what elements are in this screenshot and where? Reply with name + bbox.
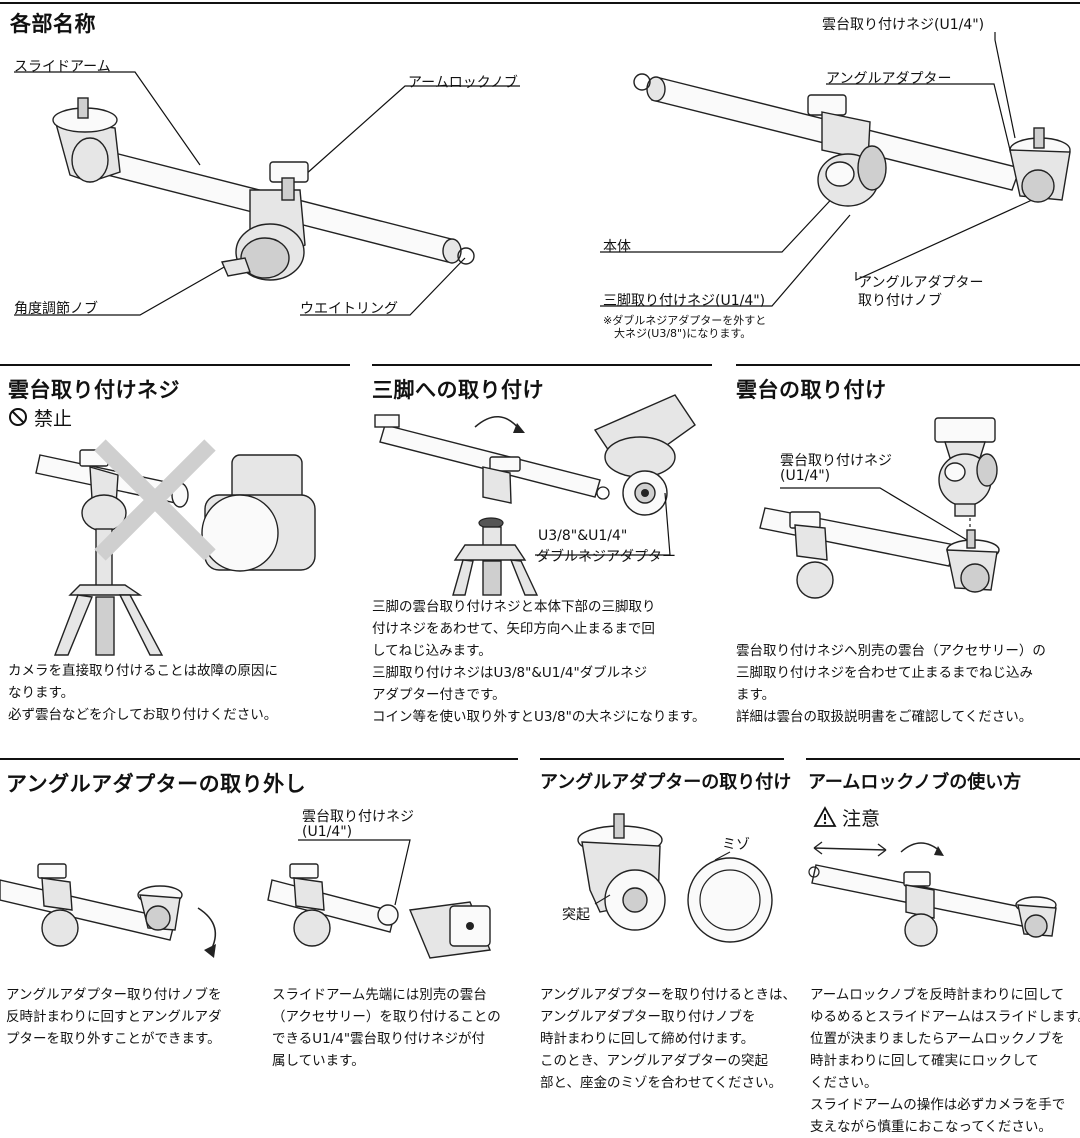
label-angle-knob: 角度調節ノブ: [14, 301, 98, 317]
device-rear-illustration: [600, 32, 1071, 307]
adapter-label-1: U3/8"&U1/4": [538, 528, 628, 544]
text-line: カメラを直接取り付けることは故障の原因に: [8, 663, 278, 679]
label-adapter-knob-1: アングルアダプター: [858, 275, 984, 291]
text-line: アングルアダプターを取り付けるときは、: [540, 987, 796, 1003]
text-line: スライドアーム先端には別売の雲台: [272, 987, 487, 1003]
rule-remove: [0, 758, 518, 760]
lock-illustration: [808, 841, 1057, 947]
attach-text: アングルアダプターを取り付けるときは、 アングルアダプター取り付けノブを 時計ま…: [540, 984, 796, 1094]
label-body: 本体: [603, 239, 631, 255]
text-line: アダプター付きです。: [372, 687, 506, 703]
head-mount-illustration: [759, 417, 1000, 599]
rule-head-screw: [0, 364, 350, 366]
top-rule: [0, 2, 1080, 4]
label-angle-adapter: アングルアダプター: [826, 71, 952, 87]
note-line-1: ※ダブルネジアダプターを外すと: [603, 314, 767, 327]
remove-text-right: スライドアーム先端には別売の雲台 （アクセサリー）を取り付けることの できるU1…: [272, 984, 501, 1072]
text-line: アームロックノブを反時計まわりに回して: [810, 987, 1065, 1003]
text-line: 属しています。: [272, 1053, 365, 1069]
text-line: 時計まわりに回して確実にロックして: [810, 1053, 1039, 1069]
groove-label: ミゾ: [722, 837, 750, 853]
text-line: ください。: [810, 1075, 878, 1091]
label-weight-ring: ウエイトリング: [300, 301, 398, 317]
text-line: 雲台取り付けネジへ別売の雲台（アクセサリー）の: [736, 643, 1046, 659]
label-adapter-knob-2: 取り付けノブ: [858, 293, 942, 309]
text-line: 時計まわりに回して締め付けます。: [540, 1031, 755, 1047]
parts-title: 各部名称: [10, 12, 96, 36]
remove-illustration: [0, 839, 491, 959]
text-line: 反時計まわりに回すとアングルアダ: [6, 1009, 222, 1025]
text-line: 付けネジをあわせて、矢印方向へ止まるまで回: [372, 621, 655, 637]
lock-title: アームロックノブの使い方: [808, 772, 1022, 793]
label-tripod-screw: 三脚取り付けネジ(U1/4"): [603, 293, 766, 309]
text-line: 三脚取り付けネジを合わせて止まるまでねじ込み: [736, 665, 1033, 681]
text-line: なります。: [8, 685, 75, 701]
note-line-2: 大ネジ(U3/8")になります。: [614, 327, 752, 340]
label-head-screw: 雲台取り付けネジ(U1/4"): [822, 17, 985, 33]
head-mount-screw-label-1: 雲台取り付けネジ: [780, 453, 892, 469]
tripod-mount-illustration: [374, 394, 696, 596]
attach-illustration: [577, 813, 773, 943]
head-screw-text: カメラを直接取り付けることは故障の原因に なります。 必ず雲台などを介してお取り…: [8, 660, 278, 726]
text-line: （アクセサリー）を取り付けることの: [272, 1009, 501, 1025]
adapter-label-2: ダブルネジアダプター: [536, 549, 676, 565]
attach-title: アングルアダプターの取り付け: [540, 772, 792, 793]
prohibited-camera-illustration: [35, 439, 316, 656]
remove-screw-label-1: 雲台取り付けネジ: [302, 809, 414, 825]
head-screw-title: 雲台取り付けネジ: [8, 378, 180, 402]
text-line: このとき、アングルアダプターの突起: [540, 1053, 769, 1069]
text-line: プターを取り外すことができます。: [6, 1031, 221, 1047]
text-line: 部と、座金のミゾを合わせてください。: [540, 1075, 783, 1091]
remove-title: アングルアダプターの取り外し: [6, 772, 307, 796]
text-line: 必ず雲台などを介してお取り付けください。: [8, 707, 278, 723]
head-mount-screw-label-2: (U1/4"): [780, 468, 831, 484]
text-line: スライドアームの操作は必ずカメラを手で: [810, 1097, 1066, 1113]
warning-icon: [813, 806, 837, 827]
caution-label: 注意: [842, 808, 881, 830]
head-mount-text: 雲台取り付けネジへ別売の雲台（アクセサリー）の 三脚取り付けネジを合わせて止まる…: [736, 640, 1046, 728]
text-line: アングルアダプター取り付けノブを: [540, 1009, 756, 1025]
text-line: 詳細は雲台の取扱説明書をご確認してください。: [736, 709, 1033, 725]
prohibited-icon: [9, 408, 27, 426]
text-line: してねじ込みます。: [372, 643, 492, 659]
rule-head-mount: [736, 364, 1080, 366]
remove-text-left: アングルアダプター取り付けノブを 反時計まわりに回すとアングルアダ プターを取り…: [6, 984, 221, 1050]
rule-lock: [806, 758, 1080, 760]
label-arm-lock-knob: アームロックノブ: [408, 75, 518, 91]
lock-text: アームロックノブを反時計まわりに回して ゆるめるとスライドアームはスライドします…: [810, 984, 1080, 1138]
text-line: 支えながら慎重におこなってください。: [810, 1119, 1052, 1135]
rule-tripod: [372, 364, 712, 366]
rule-attach: [540, 758, 784, 760]
protrusion-label: 突起: [562, 907, 590, 923]
text-line: できるU1/4"雲台取り付けネジが付: [272, 1031, 486, 1047]
text-line: 三脚の雲台取り付けネジと本体下部の三脚取り: [372, 599, 656, 615]
remove-screw-label-2: (U1/4"): [302, 824, 353, 840]
prohibit-label: 禁止: [34, 408, 73, 430]
text-line: 位置が決まりましたらアームロックノブを: [810, 1031, 1065, 1047]
head-mount-title: 雲台の取り付け: [736, 378, 887, 402]
text-line: アングルアダプター取り付けノブを: [6, 987, 222, 1003]
tripod-text: 三脚の雲台取り付けネジと本体下部の三脚取り 付けネジをあわせて、矢印方向へ止まる…: [372, 596, 705, 728]
text-line: ます。: [736, 687, 776, 703]
text-line: ゆるめるとスライドアームはスライドします。: [810, 1009, 1080, 1025]
label-slide-arm: スライドアーム: [14, 59, 111, 75]
device-front-illustration: [14, 71, 520, 316]
text-line: 三脚取り付けネジはU3/8"&U1/4"ダブルネジ: [372, 665, 648, 681]
tripod-title: 三脚への取り付け: [372, 378, 544, 402]
text-line: コイン等を使い取り外すとU3/8"の大ネジになります。: [372, 709, 706, 725]
